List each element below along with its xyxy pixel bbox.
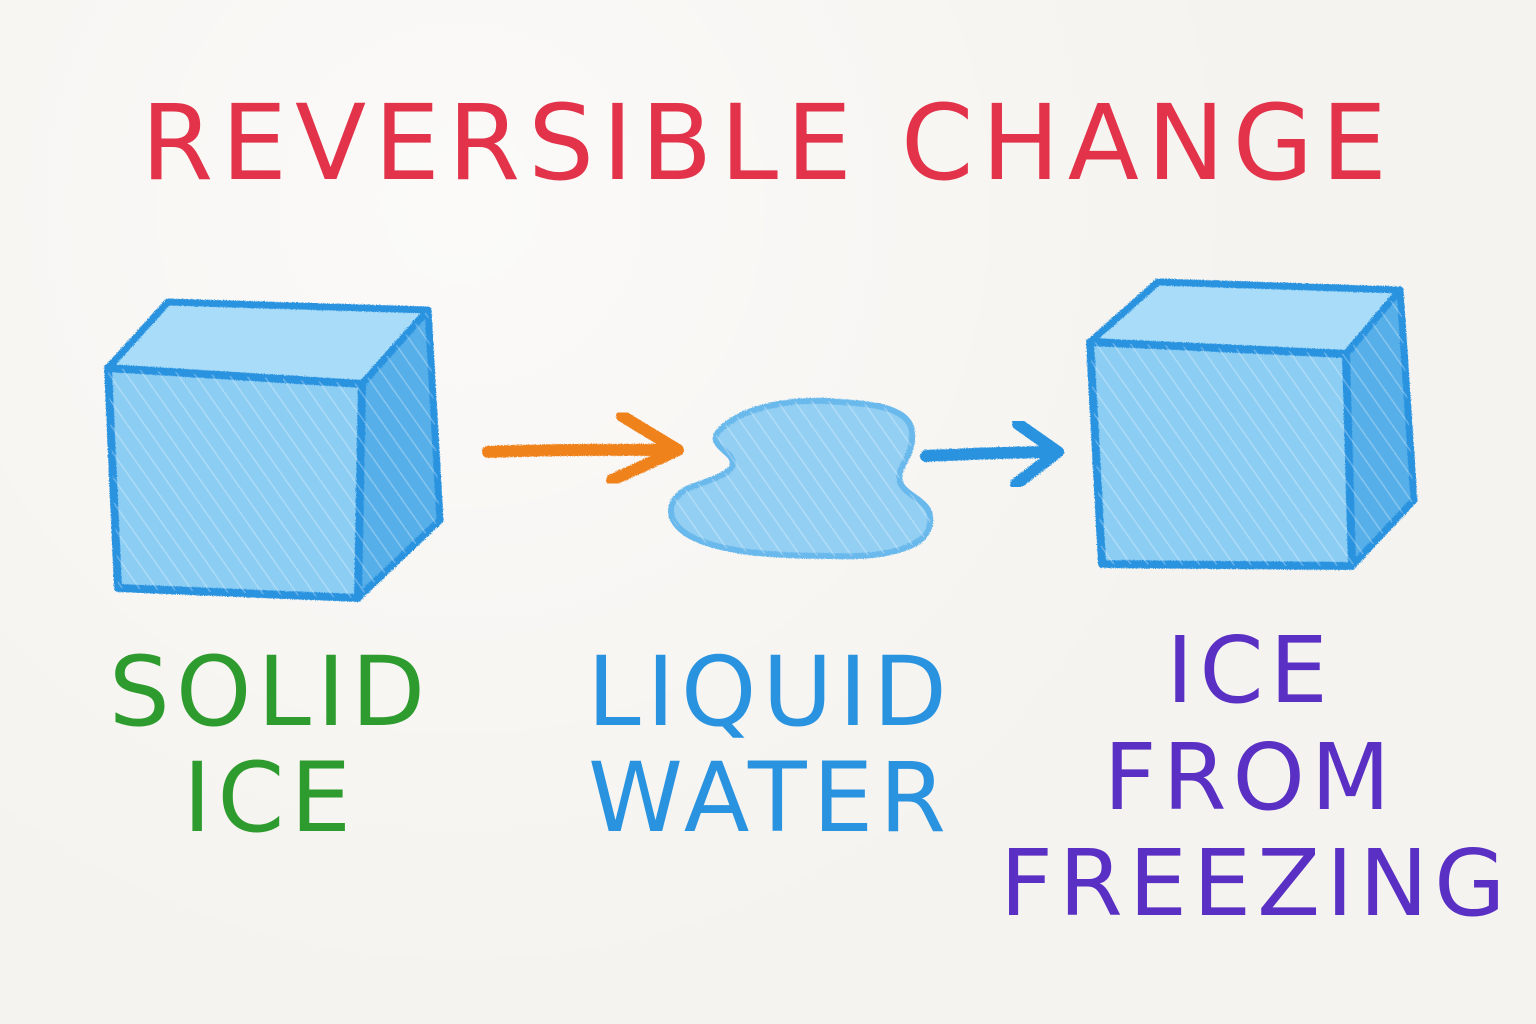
- frozen-ice-label: ICE FROM FREEZING: [1000, 617, 1512, 938]
- solid-ice-label-line-2: ICE: [183, 741, 357, 854]
- solid-ice-label-line-1: SOLID: [108, 636, 432, 748]
- liquid-water-label: LIQUID WATER: [560, 636, 980, 854]
- melting-arrow-icon: [482, 410, 684, 486]
- frozen-ice-label-line-2: FROM: [1103, 723, 1397, 831]
- diagram-title: REVERSIBLE CHANGE: [141, 82, 1395, 204]
- frozen-ice-label-line-1: ICE: [1166, 617, 1334, 724]
- solid-ice-label: SOLID ICE: [80, 636, 460, 854]
- liquid-water-label-line-2: WATER: [588, 741, 952, 854]
- freezing-arrow-icon: [920, 418, 1064, 490]
- frozen-ice-cube-icon: [1086, 278, 1418, 570]
- frozen-ice-label-line-3: FREEZING: [1000, 830, 1512, 938]
- liquid-water-label-line-1: LIQUID: [587, 636, 953, 748]
- solid-ice-cube-icon: [104, 298, 444, 602]
- water-puddle-icon: [668, 397, 934, 560]
